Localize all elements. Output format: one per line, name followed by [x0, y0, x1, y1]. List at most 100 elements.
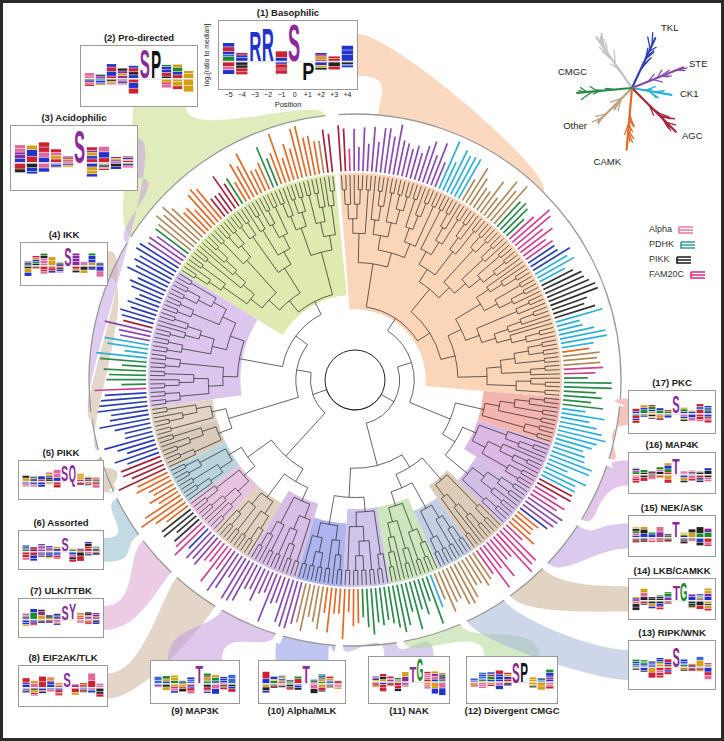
logo-residue-bar	[73, 267, 80, 269]
logo-residue-bar	[63, 163, 73, 165]
logo-residue-bar	[97, 267, 104, 271]
tree-branch	[193, 465, 220, 480]
logo-residue-bar	[73, 271, 80, 273]
logo-residue-bar	[689, 597, 696, 600]
logo-residue-bar	[23, 476, 30, 478]
logo-residue-bar	[85, 84, 94, 86]
kinase-name-mark	[344, 129, 346, 172]
tree-branch	[164, 305, 178, 312]
logo-residue-bar	[633, 597, 640, 599]
logo-residue-bar	[47, 685, 54, 687]
logo-residue-bar	[271, 686, 278, 688]
tree-branch	[464, 213, 474, 225]
logo-residue-bar	[327, 679, 334, 681]
logo-residue-bar	[63, 164, 73, 166]
tree-branch	[505, 255, 518, 264]
kinase-name-mark	[384, 587, 389, 620]
kinase-name-mark	[148, 243, 181, 265]
logo-residue-bar	[657, 668, 664, 670]
logo-residue-bar	[657, 673, 664, 675]
kinome-branch	[605, 88, 614, 89]
logo-residue-bar	[633, 472, 640, 474]
tree-branch	[398, 180, 401, 195]
logo-residue-bar	[46, 549, 53, 551]
panel-title: (15) NEK/ASK	[628, 502, 716, 514]
panel-title: (5) PIKK	[18, 447, 104, 459]
logo-residue-bar	[41, 261, 48, 263]
logo-residue-bar	[641, 670, 648, 672]
kinase-name-mark	[106, 379, 146, 381]
logo-residue-bar	[641, 530, 648, 534]
logo-residue-bar	[641, 527, 648, 529]
tree-branch	[220, 455, 232, 469]
tree-branch	[309, 195, 321, 223]
tree-branch	[482, 500, 503, 522]
logo-residue-bar	[487, 675, 494, 676]
logo-residue-bar	[33, 268, 40, 270]
tree-branch	[166, 358, 180, 363]
logo-residue-bar	[681, 540, 688, 542]
logo-residue-bar	[77, 620, 84, 622]
tree-branch	[231, 512, 240, 525]
tree-branch	[297, 370, 313, 395]
tree-branch	[283, 188, 293, 216]
panel-title: (6) Assorted	[18, 517, 104, 529]
logo-residue-bar	[204, 676, 211, 677]
logo-residue-bar	[402, 685, 408, 687]
tree-branch	[241, 227, 253, 239]
kinase-name-mark	[560, 330, 606, 339]
logo-residue-bar	[54, 618, 61, 620]
tree-branch	[195, 433, 222, 451]
logo-residue-bar	[93, 477, 100, 479]
logo-residue-bar	[184, 71, 193, 74]
logo-residue-bar	[30, 622, 37, 624]
tree-branch	[331, 191, 334, 206]
logo-residue-bar	[81, 267, 88, 270]
kinase-name-mark	[94, 388, 146, 390]
tree-branch	[150, 384, 165, 386]
logo-residue-bar	[329, 62, 340, 66]
tree-branch	[441, 496, 467, 534]
logo-residue-bar	[633, 662, 640, 663]
cluster-wedge	[296, 518, 346, 587]
tree-branch	[444, 494, 456, 505]
logo-residue-bar	[155, 686, 162, 688]
logo-residue-bar	[54, 478, 61, 481]
logo-residue-bar	[697, 667, 704, 669]
logo-residue-bar	[93, 552, 100, 554]
tree-branch	[358, 233, 373, 263]
tree-branch	[345, 570, 348, 585]
kinome-branch	[577, 88, 632, 93]
kinome-branch	[625, 122, 629, 134]
tree-branch	[520, 314, 534, 322]
tree-branch	[505, 435, 519, 444]
tree-branch	[230, 530, 239, 543]
kinase-name-mark	[338, 125, 341, 171]
tree-branch	[175, 319, 189, 326]
logo-residue-bar	[649, 604, 656, 606]
kinase-name-mark	[348, 149, 350, 171]
tree-branch	[366, 175, 368, 190]
logo-residue-bar	[80, 683, 87, 685]
tree-branch	[161, 313, 175, 320]
tree-branch	[170, 334, 185, 337]
tree-branch	[211, 468, 223, 480]
logo-residue-bar	[204, 690, 211, 691]
kinase-name-mark	[561, 343, 593, 348]
tree-branch	[380, 177, 384, 191]
kinase-name-mark	[497, 202, 520, 227]
logo-residue-bar	[77, 618, 84, 620]
logo-residue-bar	[85, 613, 92, 615]
logo-residue-bar	[89, 267, 96, 269]
tree-branch	[200, 246, 235, 275]
logo-residue-bar	[39, 142, 49, 146]
logo-residue-bar	[89, 268, 96, 270]
logo-residue-bar	[46, 556, 53, 558]
logo-residue-bar	[689, 602, 696, 604]
logo-residue-bar	[633, 540, 640, 541]
tree-branch	[296, 336, 308, 370]
tree-branch	[267, 474, 296, 497]
logo-residue-bar	[504, 675, 511, 677]
logo-residue-bar	[173, 72, 182, 75]
logo-residue-bar	[69, 548, 76, 550]
